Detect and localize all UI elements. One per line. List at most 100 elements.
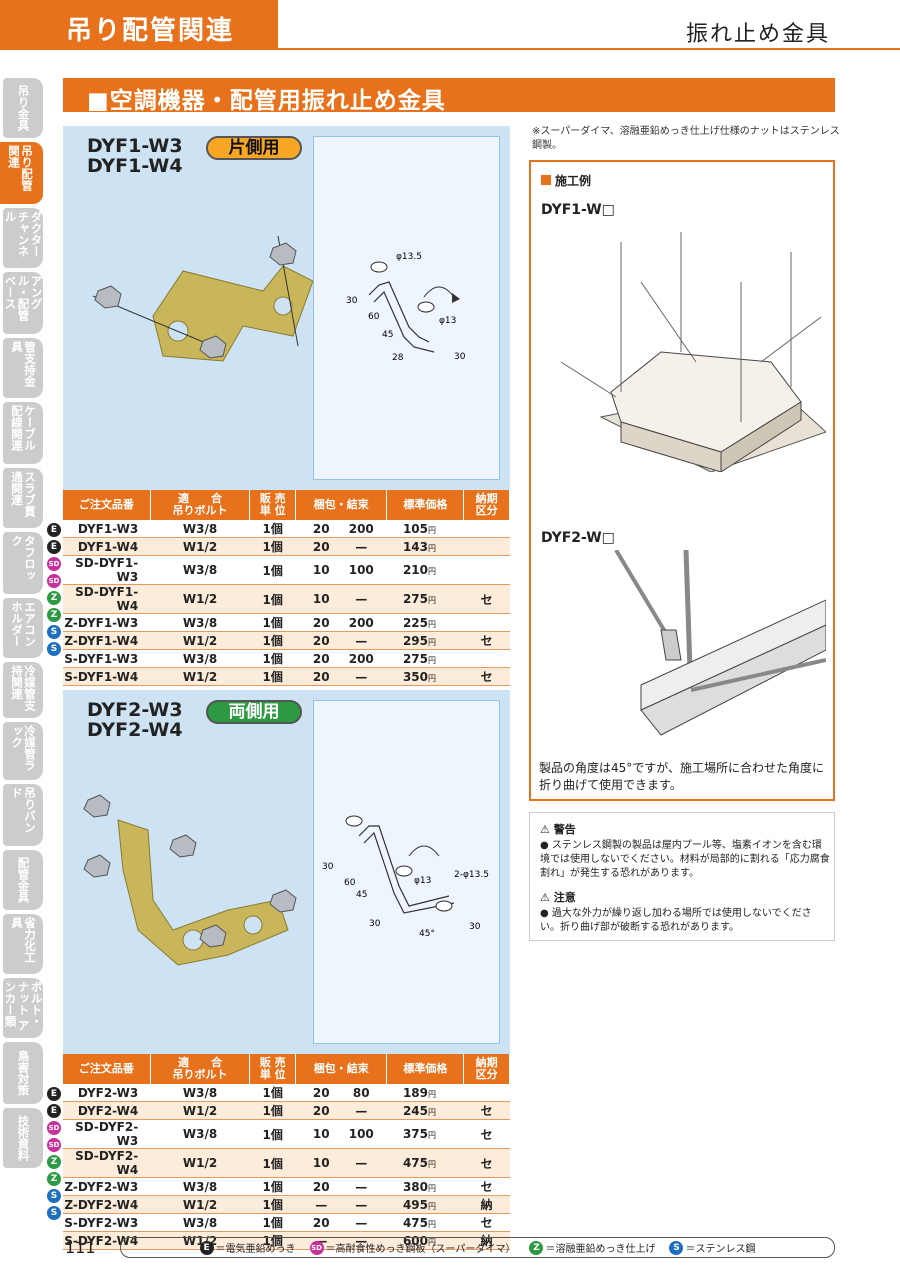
- cell-bundle-qty: 80: [352, 1085, 370, 1100]
- col-bolt: 適 合 吊りボルト: [150, 1054, 251, 1084]
- cell-pack: 20—: [295, 1213, 387, 1232]
- finish-badge-z: Z: [47, 1155, 61, 1169]
- side-tab-5[interactable]: ケーブル配線関連: [3, 402, 43, 464]
- cell-del: [463, 613, 510, 632]
- example-title: 施工例: [555, 174, 592, 188]
- cell-bolt: W3/8: [150, 520, 250, 538]
- col-delivery: 納期 区分: [463, 490, 510, 520]
- side-tab-14[interactable]: ボルト・ナット アンカー類: [3, 978, 44, 1038]
- cell-bolt: W1/2: [150, 1148, 250, 1178]
- example2-illustration: [614, 550, 826, 736]
- side-tab-1[interactable]: 吊り配管関連: [0, 142, 43, 204]
- product2-photo: [83, 794, 297, 966]
- cell-pack: 20—: [295, 631, 387, 650]
- page-number: 111: [65, 1238, 96, 1257]
- cell-pack-qty: 20: [312, 1085, 330, 1100]
- legend-item: E＝電気亜鉛めっき: [199, 1240, 296, 1255]
- example-caption: 製品の角度は45°ですが、施工場所に合わせた角度に折り曲げて使用できます。: [539, 761, 825, 792]
- cell-pack-qty: 20: [312, 1215, 330, 1230]
- col-unit: 販 売 単 位: [249, 490, 297, 520]
- caution-triangle-icon: ⚠: [540, 891, 550, 904]
- legend-item: S＝ステンレス鋼: [669, 1240, 755, 1255]
- price-value: 105: [402, 521, 429, 536]
- dim-60: 60: [368, 312, 380, 322]
- warning-text: ● ステンレス鋼製の製品は屋内プール等、塩素イオンを含む環境では使用しないでくだ…: [540, 840, 830, 879]
- yen-unit: 円: [428, 1183, 437, 1193]
- cell-pack: 10—: [295, 584, 387, 614]
- cell-bolt: W3/8: [150, 613, 250, 632]
- product2-type-pill: 両側用: [206, 700, 302, 724]
- price-value: 189: [402, 1085, 429, 1100]
- product1-photo: [92, 236, 313, 362]
- side-tab-16[interactable]: 技術資料: [3, 1108, 43, 1168]
- col-order-no: ご注文品番: [63, 490, 151, 520]
- cell-pack: 10—: [295, 1148, 387, 1178]
- cell-name: S-DYF2-W3: [63, 1213, 151, 1232]
- cell-price: 210円: [386, 555, 464, 585]
- cell-price: 475円: [386, 1148, 464, 1178]
- finish-badge-s: S: [47, 1206, 61, 1220]
- subcategory-title: 振れ止め金具: [685, 22, 830, 47]
- dim2-30c: 30: [469, 922, 481, 932]
- cell-bundle-qty: 100: [348, 563, 374, 577]
- dim2-60: 60: [344, 878, 356, 888]
- cell-pack-qty: 20: [312, 633, 330, 648]
- side-tab-0[interactable]: 吊り金具: [3, 78, 43, 138]
- side-tab-4[interactable]: 管支持金具: [3, 338, 43, 398]
- cell-pack: ——: [295, 1195, 387, 1214]
- side-tab-6[interactable]: スラブ貫通関連: [3, 468, 43, 528]
- side-tab-8[interactable]: エアコンホルダー: [3, 598, 43, 658]
- cell-unit: 1個: [249, 1195, 296, 1214]
- cell-price: 245円: [386, 1101, 464, 1120]
- cell-name: DYF1-W4: [63, 537, 151, 556]
- cell-del: セ: [463, 1213, 510, 1232]
- product2-price-table: ご注文品番 適 合 吊りボルト 販 売 単 位 梱包・結束 標準価格 納期 区分…: [63, 1054, 510, 1250]
- yen-unit: 円: [428, 525, 437, 535]
- caution-title-row: ⚠ 注意: [540, 891, 576, 905]
- side-tab-12[interactable]: 配管金具: [3, 850, 43, 910]
- yen-unit: 円: [428, 567, 437, 576]
- cell-name: DYF2-W3: [63, 1084, 151, 1102]
- price-value: 143: [402, 539, 429, 554]
- cell-name: SD-DYF1-W3: [63, 555, 151, 585]
- cell-bundle-qty: —: [355, 1156, 368, 1170]
- side-tab-11[interactable]: 吊りバンド: [3, 784, 43, 846]
- cell-unit: 1個: [249, 1148, 296, 1178]
- cell-bundle-qty: —: [355, 592, 368, 606]
- cell-del: セ: [463, 1148, 510, 1178]
- dim2-hole-mid: φ13: [414, 876, 431, 886]
- col-price: 標準価格: [386, 490, 465, 520]
- side-tab-3[interactable]: アングル・配管ベース: [3, 272, 44, 334]
- price-value: 495: [402, 1197, 429, 1212]
- yen-unit: 円: [428, 1237, 437, 1247]
- cell-pack-qty: 10: [312, 1127, 330, 1141]
- price-value: 295: [402, 633, 429, 648]
- finish-badge-s: S: [669, 1240, 684, 1255]
- side-tab-10[interactable]: 冷媒管ラック: [3, 722, 43, 780]
- cell-bolt: W3/8: [150, 649, 250, 668]
- dim-30a: 30: [346, 296, 358, 306]
- side-tab-9[interactable]: 冷媒管支持関連: [3, 662, 43, 718]
- finish-badge-z: Z: [47, 608, 61, 622]
- cell-del: セ: [463, 631, 510, 650]
- cell-bundle-qty: 200: [348, 651, 374, 666]
- cell-name: S-DYF1-W4: [63, 667, 151, 686]
- side-tab-7[interactable]: タフロック: [3, 532, 43, 594]
- finish-badge-sd: SD: [47, 1121, 61, 1135]
- cell-pack-qty: 20: [312, 1179, 330, 1194]
- side-tab-13[interactable]: 省力化工具: [3, 914, 43, 974]
- product1-price-table: ご注文品番 適 合 吊りボルト 販 売 単 位 梱包・結束 標準価格 納期 区分…: [63, 490, 510, 686]
- cell-del: セ: [463, 1101, 510, 1120]
- side-tab-2[interactable]: ダクターチャンネル: [3, 208, 44, 268]
- side-tab-15[interactable]: 鳥害対策: [3, 1042, 43, 1104]
- finish-badge-sd: SD: [47, 557, 61, 571]
- cell-unit: 1個: [249, 584, 296, 614]
- cell-bundle-qty: —: [355, 669, 368, 684]
- cell-unit: 1個: [249, 649, 296, 668]
- header-band: [0, 0, 278, 48]
